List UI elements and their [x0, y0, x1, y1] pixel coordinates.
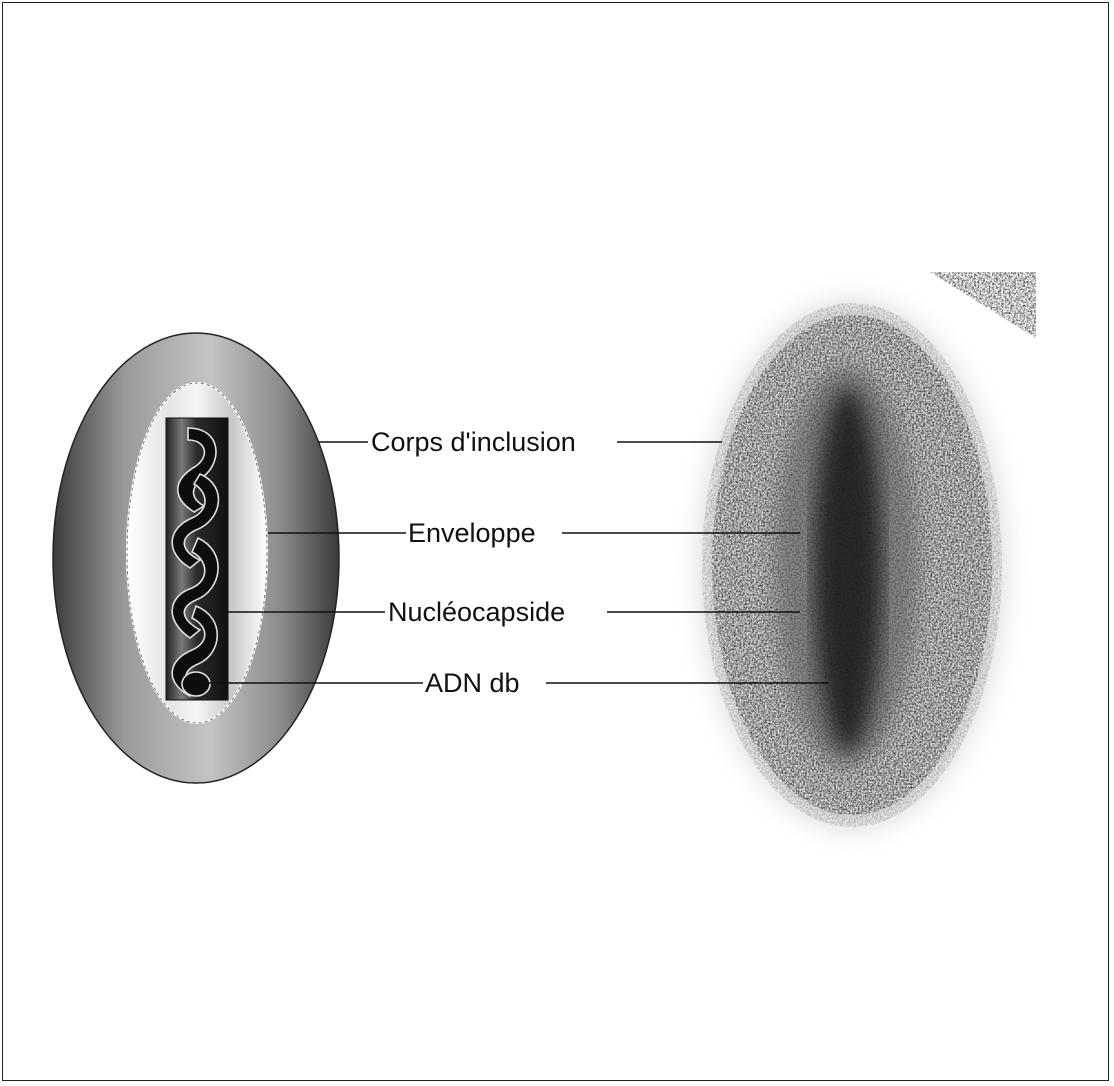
- label-nucleocapsid: Nucléocapside: [388, 597, 565, 627]
- label-dna: ADN db: [425, 668, 520, 698]
- label-envelope: Enveloppe: [408, 518, 536, 548]
- label-inclusion-body: Corps d'inclusion: [371, 427, 576, 457]
- micrograph: [670, 270, 1040, 860]
- schematic-virion: [53, 333, 339, 783]
